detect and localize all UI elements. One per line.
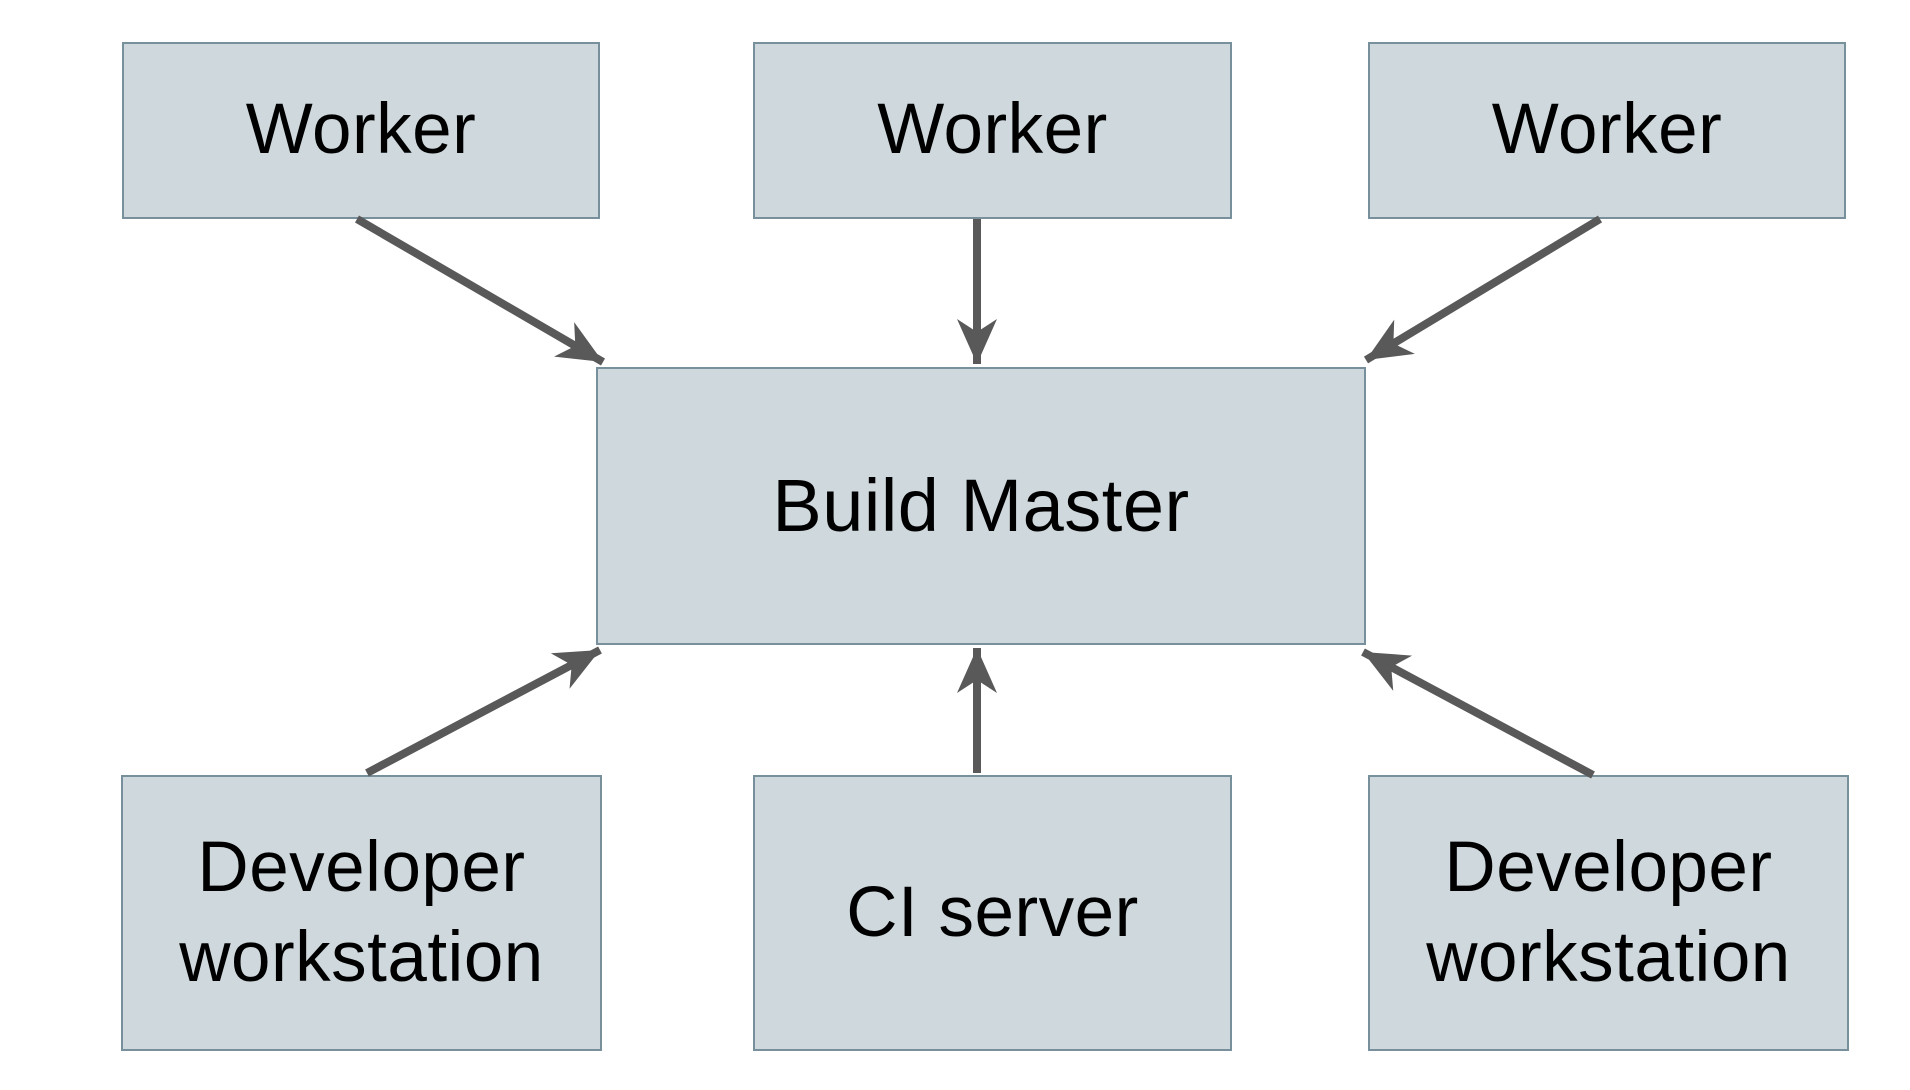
arrow-worker3-to-build-master — [1363, 215, 1603, 364]
ci-server-node: CI server — [753, 775, 1232, 1051]
arrow-developer-workstation2-to-build-master — [1361, 648, 1595, 779]
worker-node-3: Worker — [1368, 42, 1846, 219]
arrow-worker1-to-build-master — [354, 215, 606, 366]
developer-workstation-node-2: Developer workstation — [1368, 775, 1849, 1051]
build-master-node: Build Master — [596, 367, 1366, 645]
worker-node-2: Worker — [753, 42, 1232, 219]
developer-workstation-node-1: Developer workstation — [121, 775, 602, 1051]
arrow-developer-workstation1-to-build-master — [365, 646, 602, 777]
worker-node-1: Worker — [122, 42, 600, 219]
